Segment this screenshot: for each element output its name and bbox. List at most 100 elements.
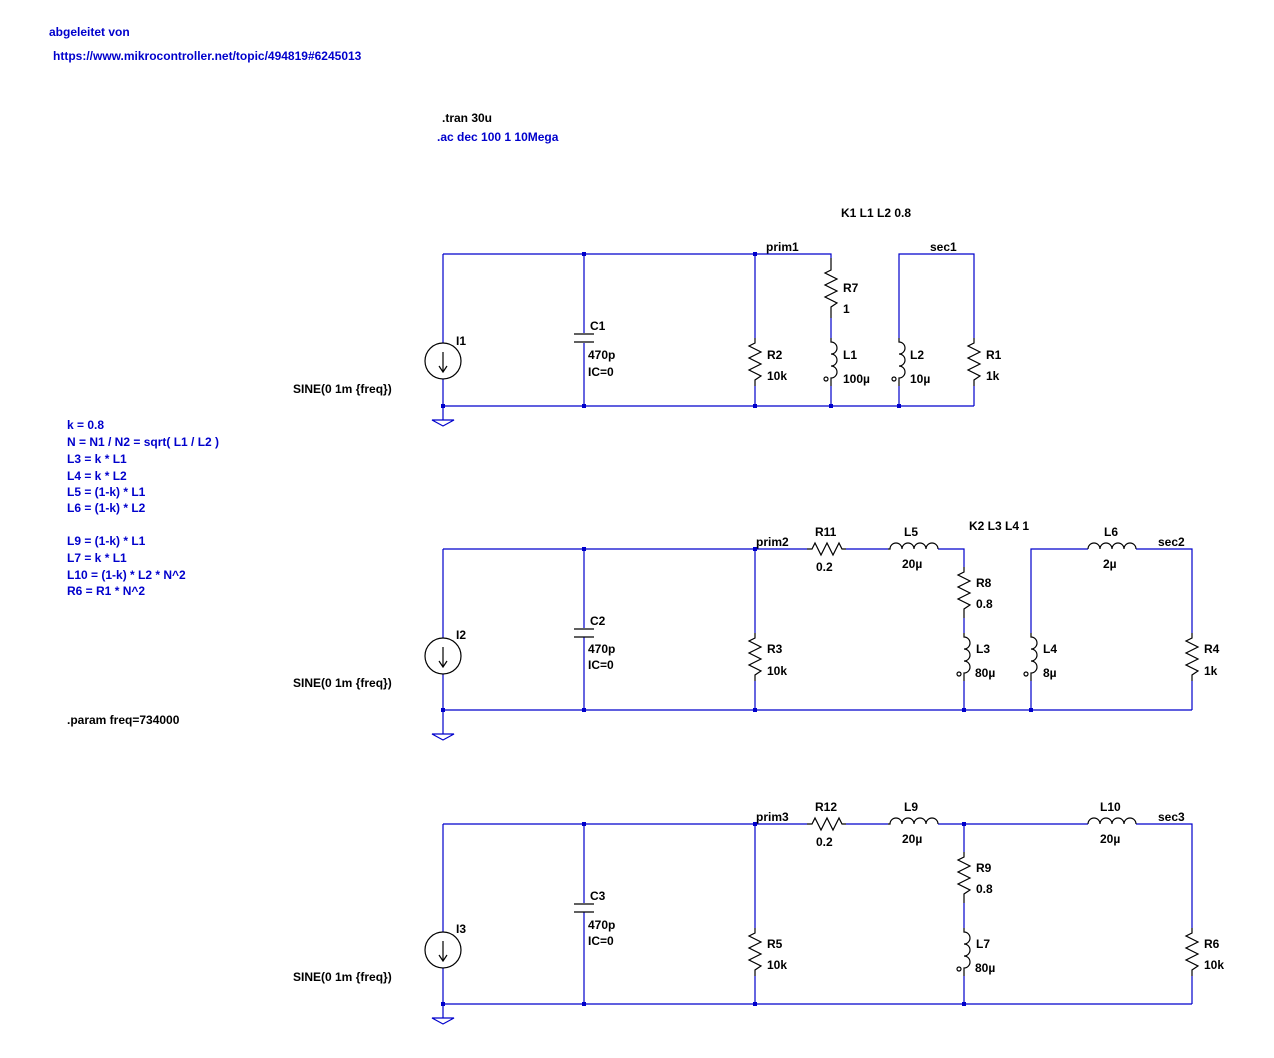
inductor-l9 [888,817,939,825]
component-ic: IC=0 [588,365,614,379]
resistor-r7 [823,258,839,318]
equation-line: L9 = (1-k) * L1 [67,534,146,548]
ground-symbol [431,1017,455,1025]
component-value: 20µ [902,557,922,571]
polarity-dot [956,966,962,972]
component-label: R2 [767,348,783,362]
component-label: L7 [976,937,990,951]
inductor-l3 [963,633,971,681]
source-value: SINE(0 1m {freq}) [293,970,392,984]
component-value: 100µ [843,372,870,386]
equation-line: L6 = (1-k) * L2 [67,501,146,515]
source-value: SINE(0 1m {freq}) [293,382,392,396]
component-label: L6 [1104,525,1118,539]
equation-line: k = 0.8 [67,418,104,432]
component-label: R12 [815,800,837,814]
component-label: R5 [767,937,783,951]
net-label-prim2: prim2 [756,535,789,549]
component-label: L4 [1043,642,1057,656]
junction-node [441,404,445,408]
component-label: L10 [1100,800,1121,814]
header-url: https://www.mikrocontroller.net/topic/49… [53,49,362,63]
component-value: 10k [767,369,787,383]
equation-line: R6 = R1 * N^2 [67,584,145,598]
net-label-prim1: prim1 [766,240,799,254]
header-line1: abgeleitet von [49,25,130,39]
equation-line: N = N1 / N2 = sqrt( L1 / L2 ) [67,435,219,449]
source-label: I1 [456,334,466,348]
polarity-dot [956,671,962,677]
net-label-sec3: sec3 [1158,810,1185,824]
component-label: R7 [843,281,859,295]
resistor-r5 [747,928,763,976]
component-label: L2 [910,348,924,362]
component-label: L3 [976,642,990,656]
component-value: 0.8 [976,597,993,611]
capacitor-c3 [574,903,594,913]
component-label: C1 [590,319,606,333]
junction-node [829,404,833,408]
inductor-l2 [898,338,906,386]
resistor-r6 [1184,928,1200,976]
inductor-l7 [963,928,971,976]
component-label: C2 [590,614,606,628]
wire [1136,823,1193,928]
component-label: R8 [976,576,992,590]
inductor-l10 [1087,817,1137,825]
junction-node [962,708,966,712]
component-label: R9 [976,861,992,875]
equation-line: L3 = k * L1 [67,452,127,466]
component-ic: IC=0 [588,934,614,948]
circuit-2: prim2 sec2 I2 SINE(0 1m {freq}) C2 470p … [293,525,1220,741]
net-label-sec2: sec2 [1158,535,1185,549]
source-label: I2 [456,628,466,642]
inductor-l6 [1087,542,1137,550]
component-value: 470p [588,918,615,932]
component-label: R1 [986,348,1002,362]
component-value: 10k [767,958,787,972]
junction-node [753,252,757,256]
wire-top [443,253,832,258]
component-value: 10k [767,664,787,678]
component-value: 1 [843,302,850,316]
circuit-3: prim3 sec3 I3 SINE(0 1m {freq}) C3 470p … [293,800,1224,1025]
component-value: 0.2 [816,560,833,574]
tran-directive: .tran 30u [442,111,492,125]
component-label: L9 [904,800,918,814]
component-value: 470p [588,348,615,362]
component-label: R4 [1204,642,1220,656]
ground-symbol [431,733,455,741]
k1-directive: K1 L1 L2 0.8 [841,206,911,220]
component-value: 0.8 [976,882,993,896]
junction-node [582,822,586,826]
inductor-l5 [888,542,939,550]
component-value: 8µ [1043,666,1057,680]
polarity-dot [891,376,897,382]
component-value: 20µ [1100,832,1120,846]
component-label: L5 [904,525,918,539]
junction-node [441,1002,445,1006]
junction-node [582,708,586,712]
source-value: SINE(0 1m {freq}) [293,676,392,690]
resistor-r2 [747,338,763,386]
net-label-sec1: sec1 [930,240,957,254]
resistor-r12 [807,816,846,832]
component-label: L1 [843,348,857,362]
component-value: 1k [1204,664,1218,678]
k2-directive: K2 L3 L4 1 [969,519,1029,533]
component-value: 470p [588,642,615,656]
inductor-l1 [830,338,838,386]
equation-line: L5 = (1-k) * L1 [67,485,146,499]
junction-node [1029,708,1033,712]
wire [938,548,965,567]
component-label: C3 [590,889,606,903]
junction-node [582,1002,586,1006]
equation-line: L10 = (1-k) * L2 * N^2 [67,568,186,582]
component-value: 20µ [902,832,922,846]
resistor-r8 [956,567,972,618]
equations-block: k = 0.8 N = N1 / N2 = sqrt( L1 / L2 ) L3… [67,418,219,598]
resistor-r9 [956,852,972,903]
source-label: I3 [456,922,466,936]
junction-node [753,547,757,551]
